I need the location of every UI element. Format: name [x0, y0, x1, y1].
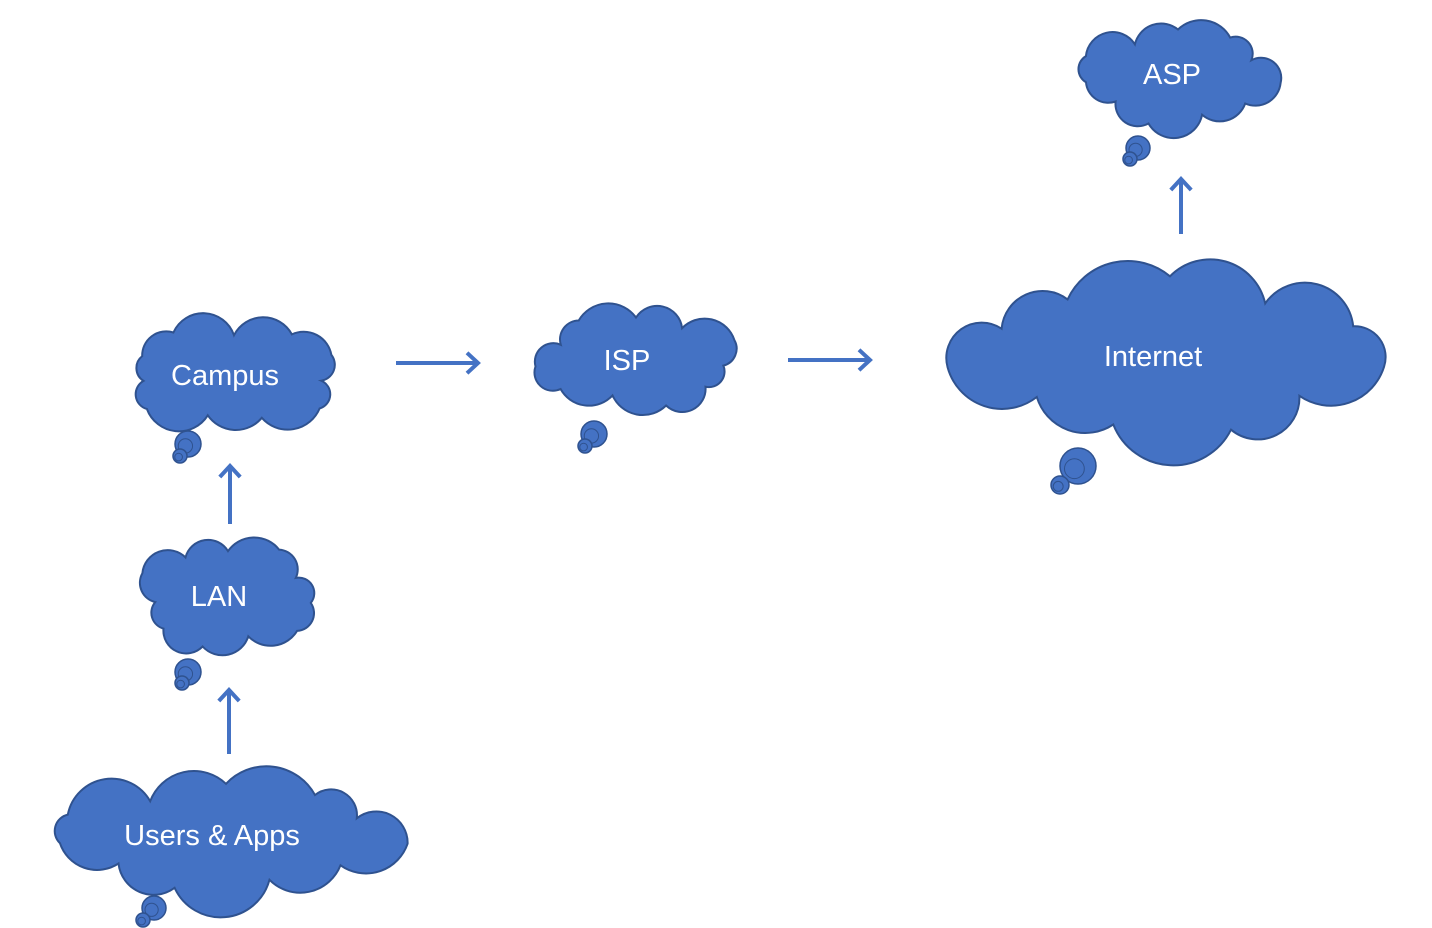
internet-thought-bubble-swirl-1 — [1064, 458, 1085, 480]
campus-thought-bubble-2 — [172, 448, 188, 464]
node-campus: Campus — [134, 312, 336, 464]
users-apps-thought-bubble-2 — [135, 912, 151, 928]
node-internet: Internet — [945, 258, 1387, 495]
users-apps-label: Users & Apps — [124, 820, 300, 852]
lan-cloud-shape — [138, 536, 316, 657]
lan-to-campus-arrow-head — [218, 463, 242, 479]
internet-to-asp-arrow-head — [1169, 176, 1193, 192]
lan-label: LAN — [191, 581, 247, 613]
internet-thought-bubble-1 — [1059, 447, 1097, 485]
node-isp: ISP — [533, 302, 738, 454]
edge-isp-to-internet — [788, 348, 873, 372]
asp-cloud-shape — [1077, 19, 1283, 140]
edge-internet-to-asp — [1169, 176, 1193, 234]
campus-cloud-shape — [134, 312, 336, 433]
lan-thought-bubble-swirl-2 — [176, 679, 185, 689]
asp-thought-bubble-swirl-2 — [1124, 155, 1133, 165]
internet-cloud-shape — [945, 258, 1387, 467]
campus-to-isp-arrow-head — [465, 351, 481, 375]
lan-thought-bubble-2 — [174, 675, 190, 691]
users-apps-thought-bubble-swirl-1 — [144, 902, 159, 917]
users-apps-thought-bubble-swirl-2 — [137, 916, 146, 926]
users-apps-to-lan-arrow-head — [217, 687, 241, 703]
users-apps-thought-bubble-1 — [141, 895, 167, 921]
isp-cloud-shape — [533, 302, 738, 417]
node-users-apps: Users & Apps — [53, 765, 409, 928]
internet-label: Internet — [1104, 341, 1202, 373]
isp-to-internet-arrow-head — [857, 348, 873, 372]
edges-layer — [217, 176, 1193, 754]
isp-label: ISP — [604, 345, 651, 377]
campus-label: Campus — [171, 360, 279, 392]
isp-thought-bubble-swirl-2 — [579, 442, 588, 452]
edge-users-apps-to-lan — [217, 687, 241, 754]
edge-lan-to-campus — [218, 463, 242, 524]
edge-campus-to-isp — [396, 351, 481, 375]
internet-thought-bubble-2 — [1050, 475, 1070, 495]
node-lan: LAN — [138, 536, 316, 691]
internet-thought-bubble-swirl-2 — [1052, 480, 1064, 492]
campus-thought-bubble-swirl-2 — [174, 452, 183, 462]
isp-thought-bubble-2 — [577, 438, 593, 454]
users-apps-cloud-shape — [53, 765, 409, 919]
asp-thought-bubble-2 — [1122, 151, 1138, 167]
node-asp: ASP — [1077, 19, 1283, 167]
asp-label: ASP — [1143, 59, 1201, 91]
